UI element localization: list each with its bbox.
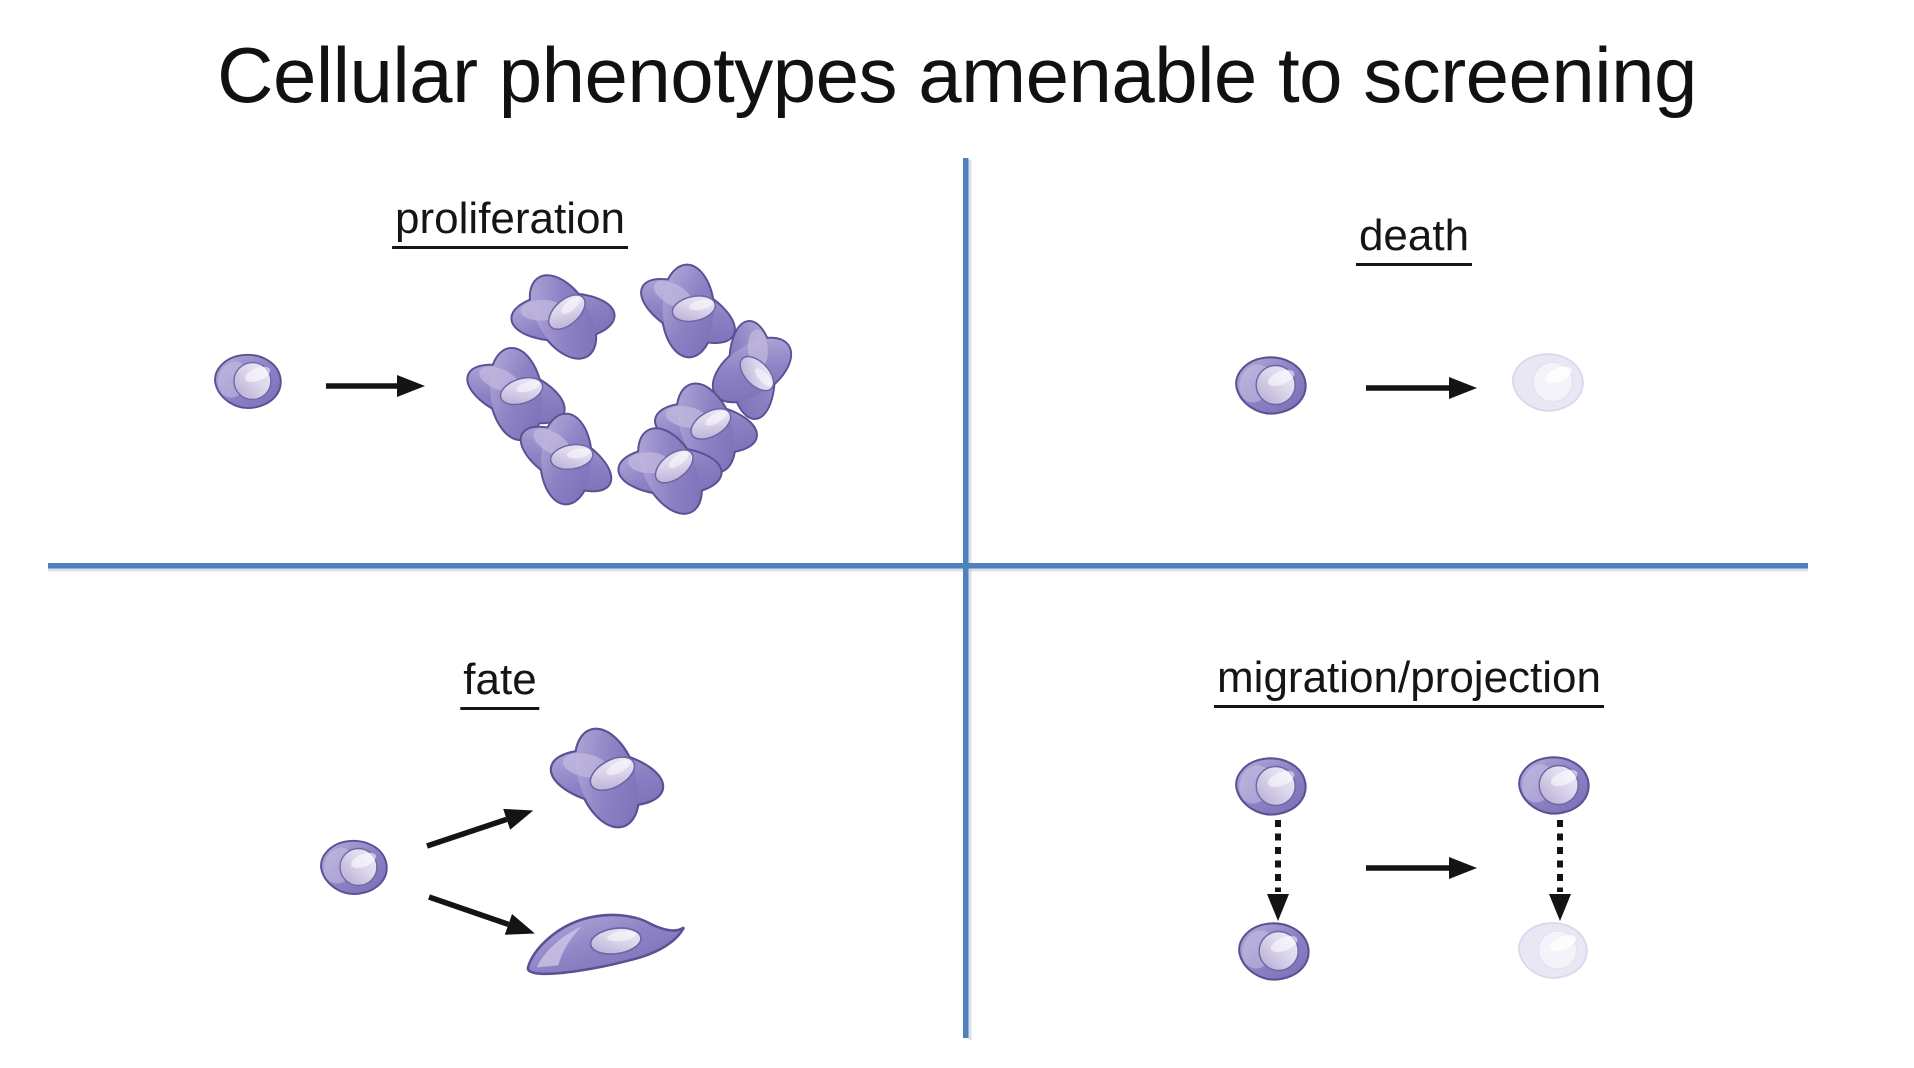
proliferation-figure: [211, 251, 814, 533]
arrow-down-right-icon: [428, 894, 535, 935]
slide-title: Cellular phenotypes amenable to screenin…: [217, 31, 1697, 119]
horizontal-divider-line: [48, 563, 1808, 569]
cell-icon: [1235, 922, 1310, 981]
migration-figure: [1232, 756, 1590, 981]
cell-icon: [1515, 756, 1590, 815]
vertical-divider-shadow: [968, 160, 972, 1040]
label-proliferation: proliferation: [392, 197, 628, 249]
label-fate: fate: [460, 658, 540, 710]
spindle-cell-icon: [526, 913, 686, 976]
arrow-right-icon: [326, 375, 425, 397]
cell-cluster-icon: [456, 251, 814, 533]
quadrant-dividers: [48, 158, 1808, 1040]
death-figure: [1232, 353, 1584, 415]
dotted-arrow-down-icon: [1549, 820, 1571, 921]
arrow-right-icon: [1366, 857, 1477, 879]
horizontal-divider-shadow: [48, 568, 1808, 572]
star-cell-icon: [542, 718, 672, 839]
label-migration-projection: migration/projection: [1214, 656, 1604, 708]
dotted-arrow-down-icon: [1267, 820, 1289, 921]
dead-cell-icon: [1518, 922, 1588, 979]
cell-icon: [1232, 757, 1307, 816]
vertical-divider-line: [963, 158, 969, 1038]
arrow-right-icon: [1366, 377, 1477, 399]
cell-icon: [1232, 356, 1307, 415]
label-death: death: [1355, 214, 1473, 266]
fate-figure: [317, 718, 686, 976]
arrow-up-right-icon: [426, 808, 534, 849]
cell-icon: [317, 839, 388, 896]
cell-icon: [211, 353, 282, 409]
dead-cell-icon: [1511, 353, 1584, 412]
